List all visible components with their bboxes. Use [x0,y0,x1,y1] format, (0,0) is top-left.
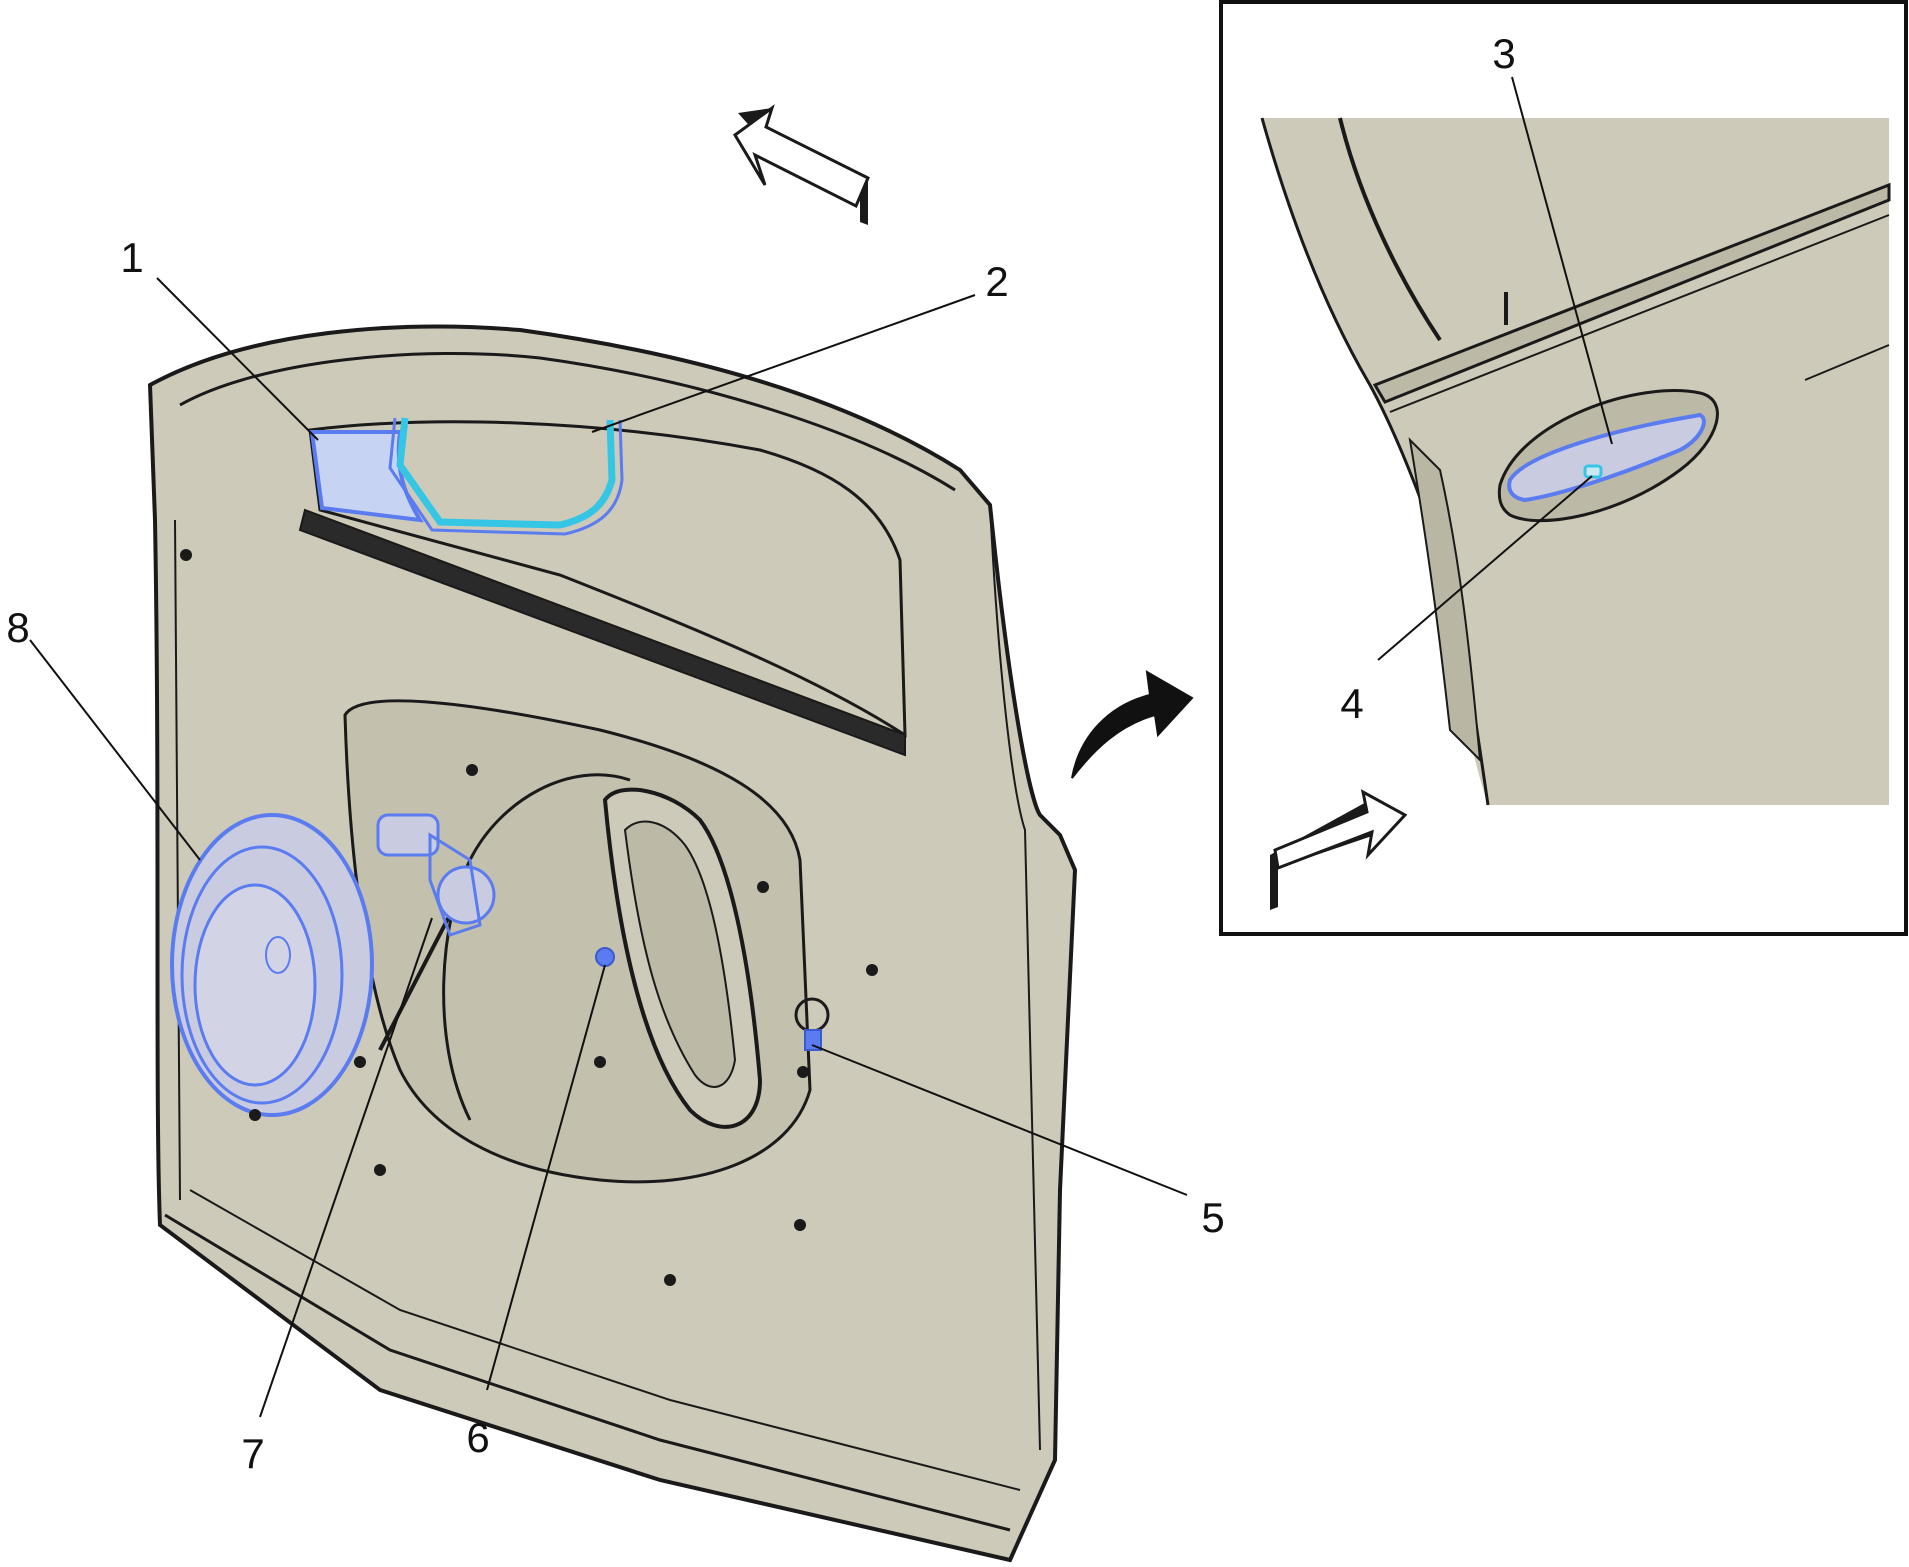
leader-1 [156,277,319,441]
motor-gear [436,865,496,925]
inset-belt-molding [1372,182,1891,404]
bolt [354,1056,366,1068]
leader-3 [1511,76,1613,445]
speaker-cone [193,883,317,1087]
bolt [794,1219,806,1231]
inset-orientation-arrow-icon [1270,789,1408,910]
leader-2 [591,294,976,433]
leader-6 [486,964,606,1391]
inset-crease [1804,344,1890,381]
outside-handle [1507,412,1706,503]
callout-8: 8 [6,604,29,651]
inset-pillar [1408,437,1482,763]
inset-detail [1219,0,1908,936]
bolt [757,881,769,893]
handle-sensor [1583,464,1603,479]
access-hole-inner [623,820,737,1088]
callout-5: 5 [1201,1194,1224,1241]
speaker-center [265,936,291,974]
window-frame-rim [179,352,956,492]
motor-housing [376,813,440,857]
bolt [797,1066,809,1078]
door-latch-connector [794,997,830,1051]
inset-belt-line [1389,214,1890,413]
window-opening [308,420,907,738]
callout-3: 3 [1492,30,1515,77]
inset-gap-line [1338,117,1442,342]
callout-6: 6 [466,1414,489,1461]
bolt [249,1109,261,1121]
belt-strip [298,508,906,757]
lock-rod-clip [595,947,615,967]
leader-lines [29,76,1613,1418]
door-assembly [147,324,1078,1563]
bolt [664,1274,676,1286]
front-edge [174,519,181,1201]
leader-5 [811,1044,1188,1196]
leader-8 [29,639,201,861]
callout-2: 2 [985,258,1008,305]
callout-1: 1 [120,234,143,281]
orientation-arrow-icon [733,104,870,225]
bolt [180,549,192,561]
speaker [170,813,374,1117]
bolt [866,964,878,976]
bolt [466,764,478,776]
motor-bracket [428,832,482,937]
speaker-ring [180,845,344,1105]
regulator-rail [378,904,457,1051]
curved-arrow-icon [1071,670,1194,779]
lower-rail [164,1213,1011,1532]
leader-4 [1377,475,1593,661]
rear-edge [989,504,1041,1451]
mounting-bolts [180,549,878,1286]
glass-run-channel-outer [388,417,624,536]
glass-run-channel [396,417,616,529]
bolt [374,1164,386,1176]
bolt [594,1056,606,1068]
callout-7: 7 [241,1430,264,1477]
lower-rail-inner [189,1189,1021,1491]
leader-7 [259,917,433,1418]
callout-4: 4 [1340,680,1363,727]
window-motor [376,813,496,937]
latch-connector-plug [804,1029,822,1051]
